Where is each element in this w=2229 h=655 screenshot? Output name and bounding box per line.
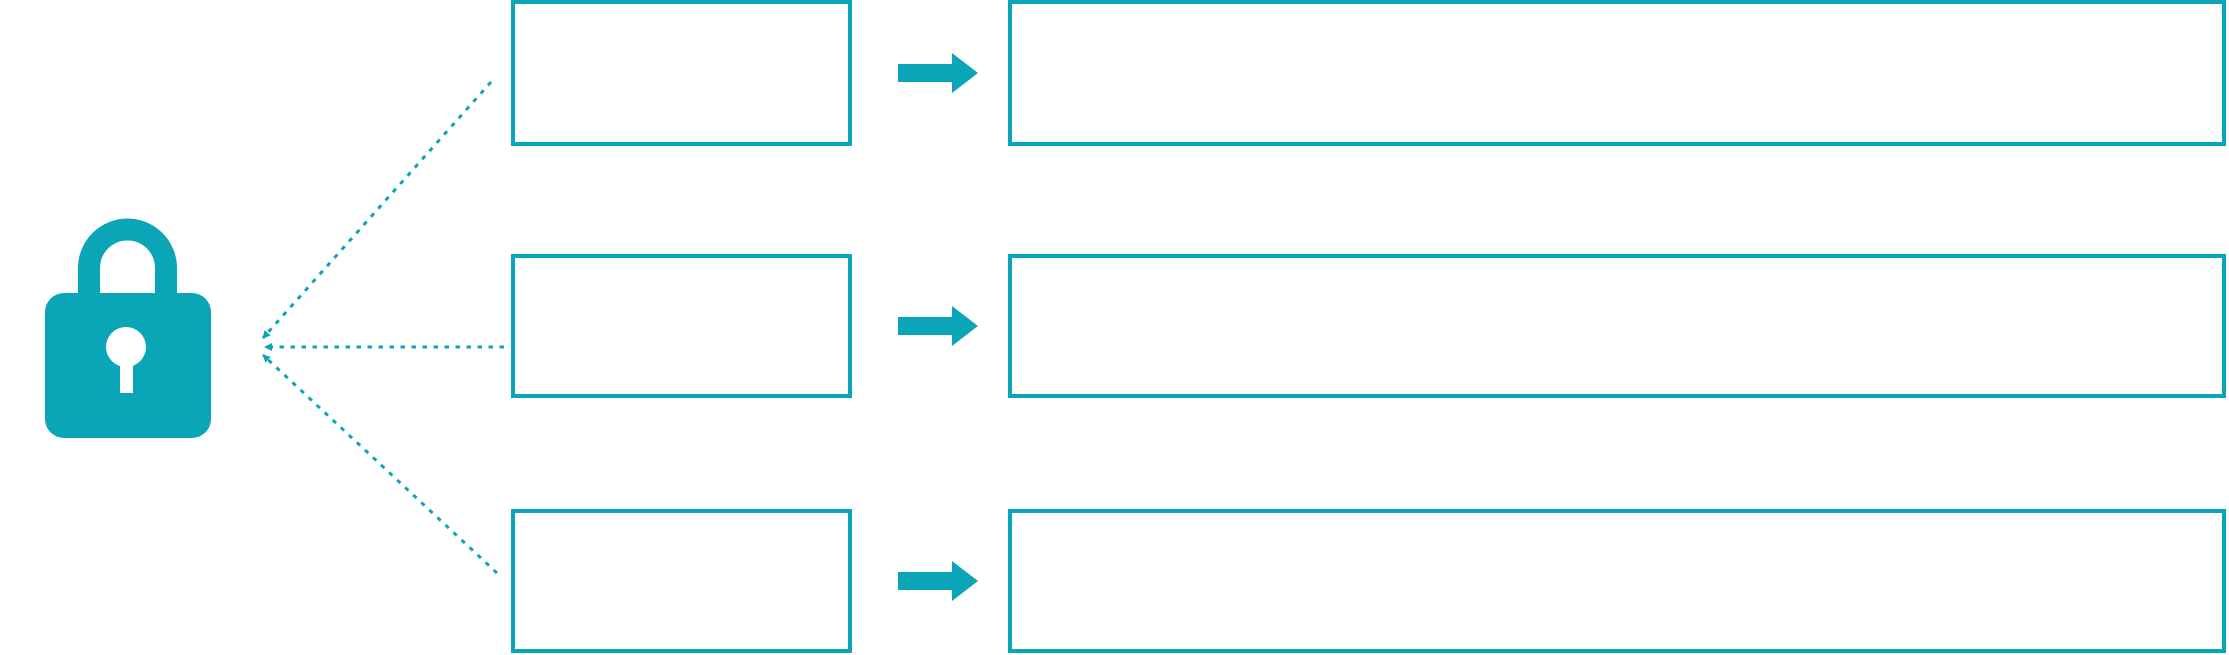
right-arrow-icon-1 [898, 53, 978, 93]
right-arrow-icon-2 [898, 306, 978, 346]
right-arrow-icon-3 [898, 561, 978, 601]
lock-keyhole-circle [106, 327, 146, 367]
target-box-2 [1008, 254, 2226, 398]
connector-bottom [261, 353, 499, 575]
connector-top [261, 81, 493, 339]
lock-icon [45, 218, 211, 438]
source-box-3 [511, 509, 852, 653]
lock-keyhole-stem [120, 356, 133, 393]
target-box-1 [1008, 0, 2226, 146]
source-box-2 [511, 254, 852, 398]
target-box-3 [1008, 509, 2226, 653]
lock-shackle [78, 218, 177, 311]
source-box-1 [511, 0, 852, 146]
